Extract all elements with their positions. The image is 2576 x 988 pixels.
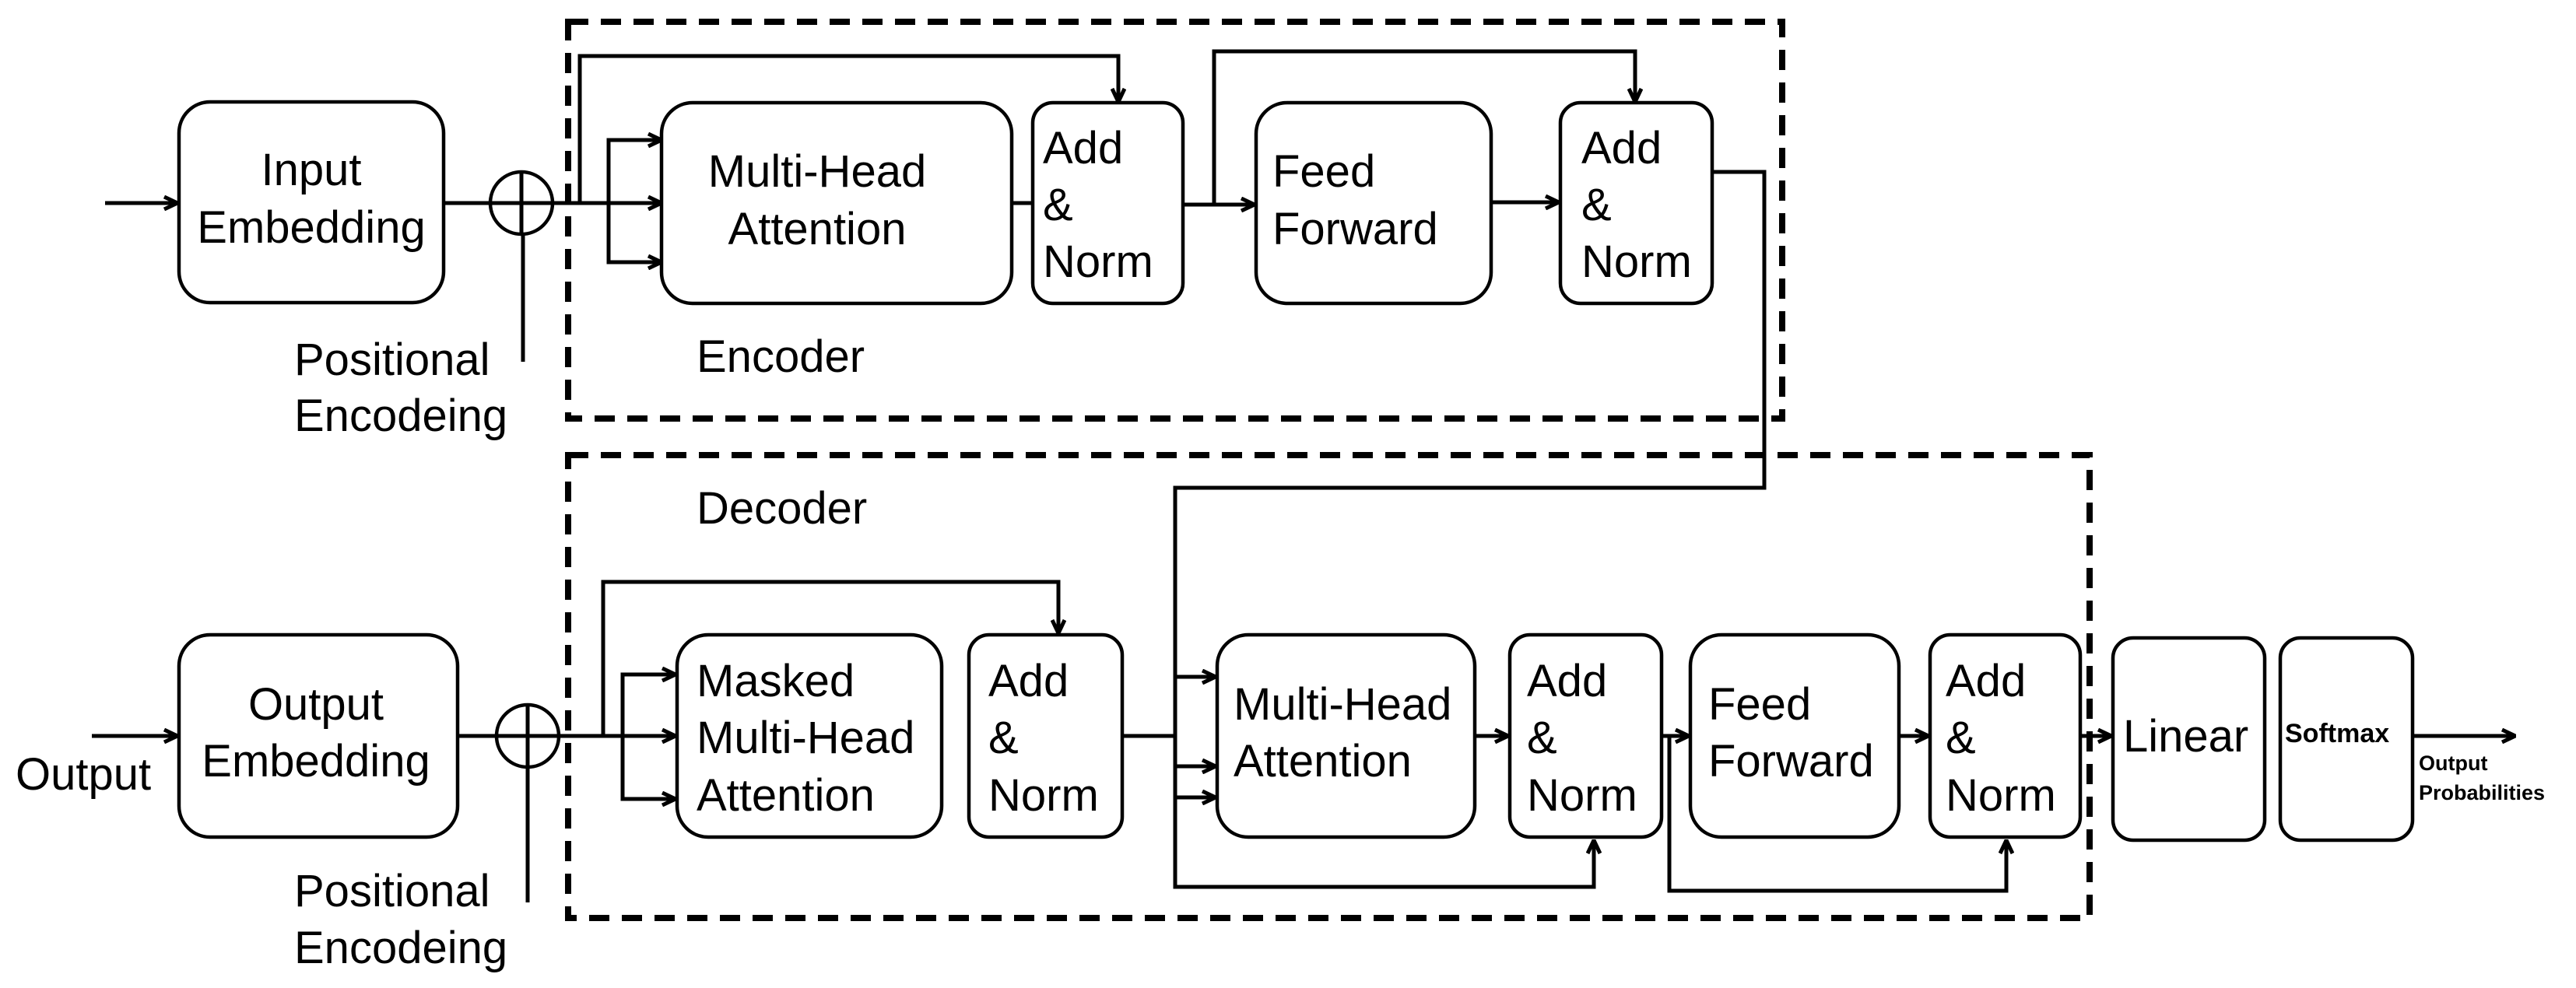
svg-text:&: & [1043, 180, 1073, 230]
encoder-addnorm-1-block: Add & Norm [1030, 100, 1185, 306]
svg-text:&: & [1946, 713, 1976, 763]
svg-text:Embedding: Embedding [202, 736, 430, 787]
decoder-residual-1 [601, 580, 1058, 736]
linear-block: Linear [2111, 636, 2267, 843]
decoder-multihead-attention-block: Multi-Head Attention [1215, 632, 1477, 839]
svg-text:Attention: Attention [697, 770, 875, 821]
svg-text:Multi-Head: Multi-Head [697, 713, 914, 763]
svg-text:Norm: Norm [1946, 770, 2056, 821]
decoder-positional-encoding-label: Positional Encodeing [294, 866, 507, 973]
encoder-addnorm-2-block: Add & Norm [1558, 100, 1714, 306]
encoder-residual-2 [1212, 49, 1635, 205]
svg-text:Masked: Masked [697, 656, 855, 706]
svg-text:Output: Output [248, 679, 384, 730]
decoder-addnorm-2-block: Add & Norm [1507, 632, 1664, 839]
decoder-feedforward-block: Feed Forward [1688, 632, 1901, 839]
svg-text:Multi-Head: Multi-Head [708, 146, 926, 197]
svg-text:&: & [1581, 180, 1612, 230]
svg-text:Attention: Attention [728, 204, 907, 254]
encoder-label: Encoder [697, 331, 865, 382]
encoder-attention-bottom-branch [606, 203, 662, 262]
decoder-masked-top-branch [620, 674, 676, 736]
svg-text:Add: Add [1581, 123, 1662, 173]
output-probabilities-label: Output Probabilities [2419, 752, 2545, 804]
svg-text:&: & [988, 713, 1019, 763]
softmax-block: Softmax [2278, 636, 2415, 843]
input-embedding-block: Input Embedding [177, 100, 446, 305]
svg-text:Encodeing: Encodeing [294, 923, 507, 973]
decoder-label: Decoder [697, 483, 867, 534]
output-embedding-block: Output Embedding [177, 632, 460, 839]
svg-text:Input: Input [261, 145, 362, 195]
svg-text:Add: Add [1043, 123, 1123, 173]
svg-text:Norm: Norm [988, 770, 1099, 821]
svg-text:Feed: Feed [1708, 679, 1811, 730]
encoder-feedforward-block: Feed Forward [1254, 100, 1493, 306]
svg-text:&: & [1527, 713, 1557, 763]
svg-text:Softmax: Softmax [2285, 719, 2389, 748]
decoder-output-label: Output [16, 749, 151, 800]
decoder-masked-bottom-branch [620, 736, 676, 799]
svg-text:Embedding: Embedding [197, 202, 425, 253]
svg-text:Norm: Norm [1043, 236, 1153, 287]
svg-text:Multi-Head: Multi-Head [1234, 679, 1451, 730]
svg-text:Norm: Norm [1527, 770, 1637, 821]
decoder-masked-attention-block: Masked Multi-Head Attention [675, 632, 944, 839]
svg-text:Add: Add [1527, 656, 1607, 706]
svg-text:Forward: Forward [1708, 736, 1874, 787]
svg-text:Norm: Norm [1581, 236, 1692, 287]
encoder-container [565, 19, 1785, 422]
encoder-positional-encoding-label: Positional Encodeing [294, 335, 507, 441]
svg-text:Positional: Positional [294, 866, 490, 916]
svg-text:Linear: Linear [2123, 711, 2248, 762]
encoder-residual-1 [577, 54, 1118, 203]
svg-text:Add: Add [988, 656, 1069, 706]
decoder-addnorm-3-block: Add & Norm [1928, 632, 2083, 839]
svg-text:Output: Output [2419, 752, 2487, 775]
svg-text:Encodeing: Encodeing [294, 391, 507, 441]
decoder-addnorm-1-block: Add & Norm [967, 632, 1125, 839]
decoder-sum-node [494, 702, 561, 769]
decoder-addnorm-to-crossattention [1122, 734, 1216, 766]
decoder-residual-3 [1667, 736, 2006, 893]
decoder-container [565, 452, 2093, 921]
encoder-attention-top-branch [606, 140, 662, 203]
svg-text:Feed: Feed [1272, 146, 1375, 197]
svg-text:Positional: Positional [294, 335, 490, 385]
svg-text:Forward: Forward [1272, 204, 1438, 254]
encoder-multihead-attention-block: Multi-Head Attention [659, 100, 1014, 306]
svg-text:Attention: Attention [1234, 736, 1412, 787]
svg-text:Add: Add [1946, 656, 2026, 706]
encoder-sum-node [488, 170, 555, 236]
encoder-to-decoder-line [1173, 170, 1767, 889]
svg-text:Probabilities: Probabilities [2419, 781, 2545, 804]
